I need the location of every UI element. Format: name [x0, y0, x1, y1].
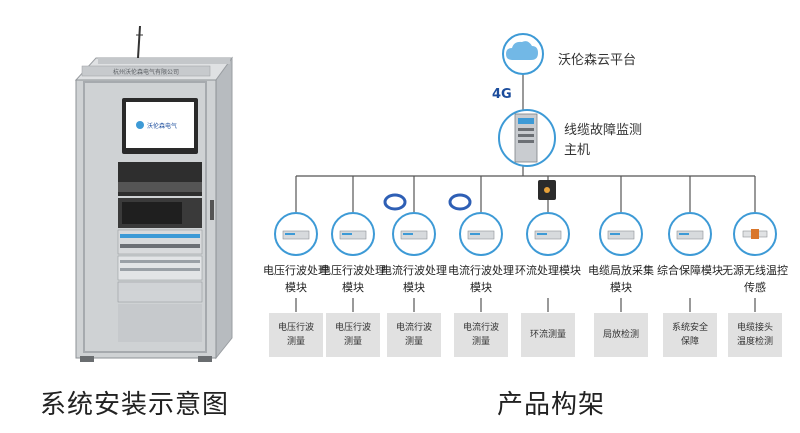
- cabinet-header-text: 杭州沃伦森电气有限公司: [113, 68, 179, 76]
- function-box-6: 局放检测: [594, 313, 648, 357]
- module-5-icon: [526, 212, 570, 256]
- function-box-4: 电流行波测量: [454, 313, 508, 357]
- module-3-icon: [392, 212, 436, 256]
- current-sensor-ring-1: [383, 193, 407, 211]
- module-4-label: 电流行波处理模块: [448, 264, 514, 294]
- connector-lines: [295, 74, 756, 312]
- function-box-8: 电缆接头温度检测: [728, 313, 782, 357]
- function-box-2: 电压行波测量: [326, 313, 380, 357]
- current-sensor-ring-2: [448, 193, 472, 211]
- module-6-label: 电缆局放采集模块: [588, 264, 654, 294]
- cloud-icon: [506, 41, 538, 60]
- function-box-5: 环流测量: [521, 313, 575, 357]
- module-4-icon: [459, 212, 503, 256]
- cloud-platform-node: [502, 33, 544, 75]
- module-7-icon: [668, 212, 712, 256]
- screen-logo-text: 沃伦森电气: [147, 122, 177, 130]
- host-device-icon: [514, 113, 538, 163]
- module-8-label: 无源无线温控传感: [722, 264, 788, 294]
- screen-logo-icon: [136, 121, 144, 129]
- cloud-platform-label: 沃伦森云平台: [558, 53, 637, 68]
- junction-box-icon: [538, 180, 556, 200]
- caption-architecture: 产品构架: [497, 390, 606, 420]
- function-box-3: 电流行波测量: [387, 313, 441, 357]
- module-6-icon: [599, 212, 643, 256]
- monitoring-host-label: 线缆故障监测主机: [564, 123, 643, 158]
- monitoring-host-node: [498, 109, 556, 167]
- module-2-icon: [331, 212, 375, 256]
- module-3-label: 电流行波处理模块: [381, 264, 447, 294]
- function-box-1: 电压行波测量: [269, 313, 323, 357]
- caption-installation: 系统安装示意图: [40, 390, 230, 420]
- link-4g-label: 4G: [492, 87, 512, 102]
- server-cabinet: 杭州沃伦森电气有限公司 沃伦森电气: [74, 25, 233, 362]
- function-box-7: 系统安全保障: [663, 313, 717, 357]
- module-7-label: 综合保障模块: [657, 264, 723, 277]
- module-2-label: 电压行波处理模块: [320, 264, 386, 294]
- module-5-label: 环流处理模块: [515, 264, 581, 277]
- module-1-label: 电压行波处理模块: [263, 264, 329, 294]
- module-8-icon: [733, 212, 777, 256]
- module-1-icon: [274, 212, 318, 256]
